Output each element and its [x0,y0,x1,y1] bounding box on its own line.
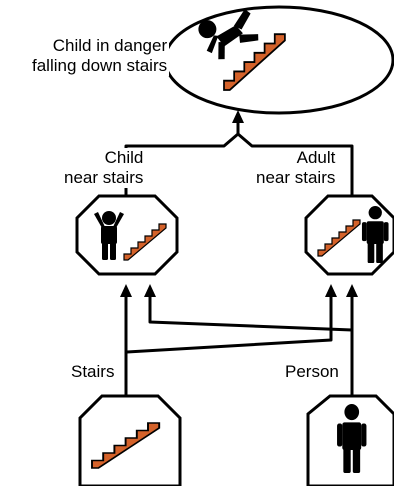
adult-near-stairs-label: Adult near stairs [254,148,338,188]
node-person [306,394,394,486]
arrowhead-danger [232,110,244,123]
person-label-text: Person [285,362,339,381]
adult-near-stairs-label-line1: Adult [296,148,336,167]
edge-stairs-to-adult [125,296,333,354]
arrowhead-child-left [120,284,132,297]
child-near-stairs-box [75,194,179,276]
edge-adult-to-danger [237,132,354,196]
adult-near-stairs-label-line2: near stairs [256,168,336,187]
edge-person-to-child [148,296,353,332]
stairs-label: Stairs [69,362,117,382]
node-stairs [78,394,182,486]
node-danger [163,5,394,115]
arrowhead-adult-left [325,284,337,297]
person-label: Person [283,362,341,382]
danger-label-line1: Child in danger [52,36,168,55]
danger-label: Child in danger falling down stairs [30,36,170,76]
child-near-stairs-label: Child near stairs [62,148,146,188]
node-child-near-stairs [75,194,179,276]
arrowhead-child-right [144,284,156,297]
arrowhead-adult-right [346,284,358,297]
falling-child-icon [198,9,259,60]
stairs-label-text: Stairs [71,362,115,381]
child-near-stairs-label-line2: near stairs [64,168,144,187]
arrowheads [120,110,358,297]
danger-label-line2: falling down stairs [32,56,168,75]
child-near-stairs-label-line1: Child [104,148,144,167]
danger-ellipse [163,5,394,115]
node-adult-near-stairs [304,194,394,276]
